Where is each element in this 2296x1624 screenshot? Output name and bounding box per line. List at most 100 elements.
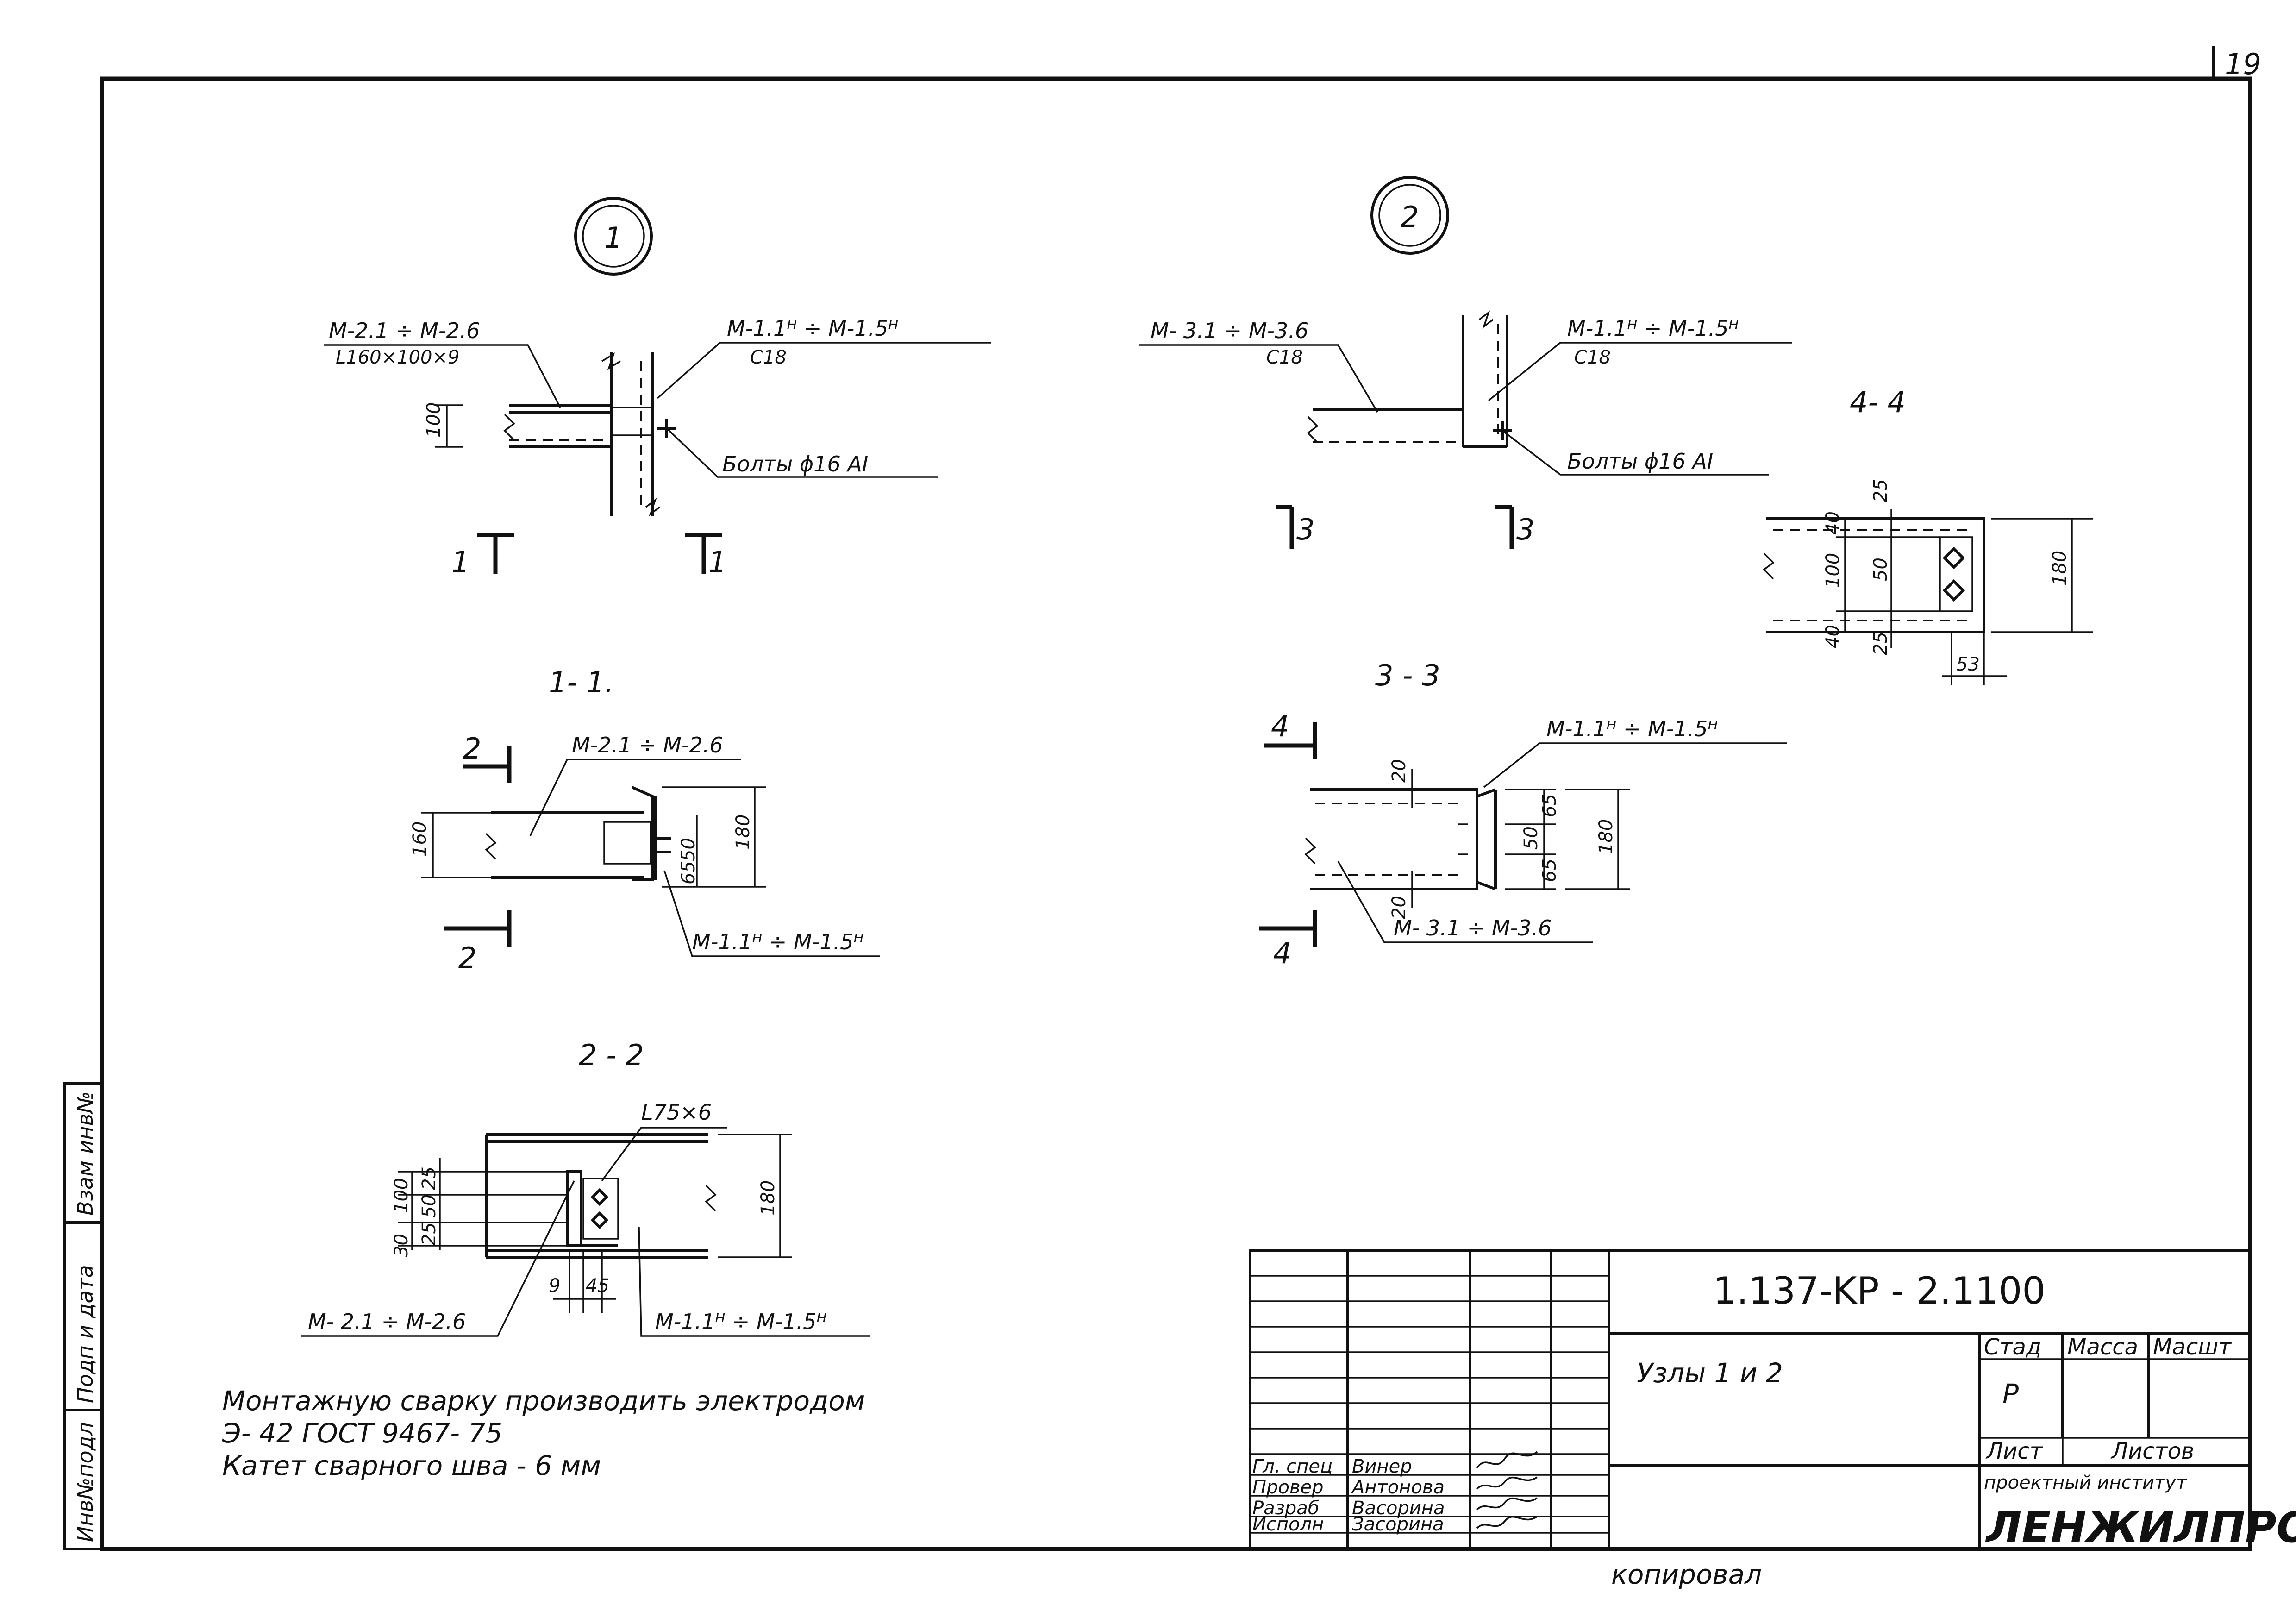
section-4-4-title: 4- 4	[1850, 385, 1906, 419]
section-1-1-title: 1- 1.	[549, 665, 614, 699]
section-2-2-column-label: M-1.1ᴴ ÷ M-1.5ᴴ	[655, 1309, 826, 1334]
node-2-column-label: M-1.1ᴴ ÷ M-1.5ᴴ	[1567, 316, 1739, 341]
section-1-1-dim-right: 180	[732, 815, 754, 850]
section-4-4-dim-left-1: 100	[1822, 553, 1844, 588]
role-2: Разраб	[1252, 1498, 1319, 1519]
stage-value: Р	[2002, 1378, 2019, 1410]
section-4-4-dim-left-0: 40	[1822, 511, 1844, 535]
section-2-2-dim-left-4: 25	[419, 1166, 440, 1190]
name-2: Васорина	[1352, 1498, 1445, 1519]
section-2-2-dim-bottom-1: 45	[586, 1275, 609, 1297]
node-1-marker-inner	[582, 205, 645, 268]
section-3-3-cut-bottom: 4	[1273, 936, 1291, 970]
node-1-column-label: M-1.1ᴴ ÷ M-1.5ᴴ	[727, 316, 898, 341]
scale-header: Масшт	[2153, 1334, 2232, 1360]
sheet-header: Лист	[1985, 1438, 2044, 1464]
section-4-4-dim-inner-1: 50	[1870, 558, 1891, 581]
side-stamp: Инв№подл Подп и дата Взам инв№	[63, 1082, 103, 1550]
signature-1	[1476, 1476, 1538, 1490]
note-line-0: Монтажную сварку производить электродом	[222, 1385, 865, 1417]
node-2-cut-left: 3	[1296, 513, 1314, 546]
section-3-3-title: 3 - 3	[1375, 658, 1440, 692]
node-1-bolts: Болты ϕ16 AI	[722, 451, 868, 477]
node-1-marker-outer	[574, 197, 653, 276]
section-1-1-cut-bottom: 2	[458, 941, 476, 975]
side-stamp-replace: Взам инв№	[73, 1091, 98, 1216]
node-2-column-profile: C18	[1574, 347, 1611, 368]
node-2-marker: 2	[1401, 200, 1419, 234]
name-0: Винер	[1352, 1456, 1412, 1477]
section-1-1: 1- 1. 160 50 65 180 M-2.1 ÷ M-2.6 M-1.1ᴴ…	[409, 665, 880, 975]
node-1-beam-label: M-2.1 ÷ M-2.6	[329, 318, 480, 343]
copied-label: копировал	[1611, 1559, 1762, 1590]
node-1-cut-right: 1	[708, 545, 726, 579]
section-3-3-dim-inner-1: 20	[1389, 896, 1410, 919]
section-3-3-dim-right-1: 50	[1520, 826, 1542, 850]
node-1-marker: 1	[604, 221, 622, 255]
node-1-beam-profile: L160×100×9	[336, 347, 459, 368]
section-4-4: 4- 4 40 100 40 25 50 25 180 53	[1763, 385, 2093, 685]
document-code: 1.137-KP - 2.1100	[1713, 1269, 2046, 1312]
section-4-4-dim-bottom: 53	[1956, 654, 1980, 675]
name-3: Засорина	[1352, 1514, 1444, 1535]
section-1-1-column-label: M-1.1ᴴ ÷ M-1.5ᴴ	[692, 929, 863, 954]
section-1-1-beam-label: M-2.1 ÷ M-2.6	[572, 733, 723, 758]
section-2-2-dim-left-1: 100	[391, 1178, 412, 1213]
signature-2	[1476, 1497, 1538, 1511]
institute: проектный институт	[1984, 1472, 2188, 1493]
name-1: Антонова	[1351, 1477, 1445, 1498]
section-4-4-dim-right: 180	[2049, 551, 2071, 586]
section-3-3-dim-total: 180	[1595, 819, 1617, 854]
section-1-1-dim-inner-1: 65	[678, 861, 699, 884]
side-stamp-inv: Инв№подл	[73, 1422, 98, 1542]
section-3-3: 3 - 3 20 20 65 50 65 180 M-1.1ᴴ ÷ M-1	[1259, 658, 1787, 970]
title-block: 1.137-KP - 2.1100 Узлы 1 и 2 Стад Масса …	[1249, 1249, 2296, 1552]
section-2-2-dim-right: 180	[757, 1180, 779, 1216]
sheet-frame	[100, 76, 2252, 1551]
section-3-3-dim-right-2: 65	[1539, 859, 1560, 882]
node-1: 1 100 M-2.1 ÷ M-2.6 L160×100×9 M-1.1ᴴ ÷ …	[324, 197, 991, 579]
note-line-1: Э- 42 ГОСТ 9467- 75	[222, 1417, 502, 1449]
node-2-marker-outer	[1370, 176, 1449, 255]
brand-logo: ЛЕНЖИЛПРОЕКТ	[1985, 1503, 2296, 1552]
node-1-dim-height: 100	[423, 402, 444, 438]
sheets-header: Листов	[2110, 1438, 2194, 1464]
section-2-2-dim-left-2: 25	[419, 1222, 440, 1246]
section-3-3-cut-top: 4	[1271, 709, 1289, 743]
node-2-beam-label: M- 3.1 ÷ M-3.6	[1151, 318, 1308, 343]
note-line-2: Катет сварного шва - 6 мм	[222, 1450, 601, 1481]
section-2-2-beam-label: M- 2.1 ÷ M-2.6	[308, 1309, 466, 1334]
signature-0	[1476, 1451, 1538, 1469]
section-2-2-angle-label: L75×6	[641, 1100, 712, 1125]
node-2-bolts: Болты ϕ16 AI	[1567, 449, 1713, 474]
section-1-1-cut-top: 2	[463, 732, 481, 765]
node-2: 2 M- 3.1 ÷ M-3.6 C18 M-1.1ᴴ ÷ M-1.5ᴴ C18…	[1139, 176, 1792, 549]
section-2-2-dim-left-3: 50	[419, 1194, 440, 1218]
section-2-2-dim-bottom-0: 9	[549, 1275, 560, 1297]
title-block-frame	[1249, 1249, 2252, 1550]
node-1-column-profile: C18	[750, 347, 787, 368]
role-0: Гл. спец	[1252, 1456, 1333, 1477]
node-1-cut-left: 1	[451, 545, 469, 579]
signature-3	[1476, 1516, 1538, 1529]
side-stamp-sign: Подп и дата	[73, 1265, 98, 1403]
notes: Монтажную сварку производить электродом …	[222, 1385, 865, 1481]
section-4-4-dim-left-2: 40	[1822, 625, 1844, 648]
page-number: 19	[2225, 47, 2261, 81]
section-2-2: 2 - 2 30 100 25 50 25 180 9	[301, 1038, 870, 1337]
section-1-1-dim-left: 160	[409, 821, 431, 857]
sheet-title: Узлы 1 и 2	[1637, 1357, 1783, 1389]
role-3: Исполн	[1252, 1514, 1324, 1535]
section-2-2-dim-left-0: 30	[391, 1234, 412, 1257]
mass-header: Масса	[2067, 1334, 2138, 1360]
role-1: Провер	[1252, 1477, 1324, 1498]
side-stamp-box	[63, 1082, 103, 1550]
section-3-3-dim-inner-0: 20	[1389, 759, 1410, 783]
section-3-3-beam-label: M- 3.1 ÷ M-3.6	[1394, 915, 1552, 941]
stage-header: Стад	[1984, 1334, 2041, 1360]
section-1-1-dim-inner-0: 50	[678, 838, 699, 861]
section-4-4-dim-inner-0: 25	[1870, 479, 1891, 502]
node-2-beam-profile: C18	[1266, 347, 1303, 368]
node-2-marker-inner	[1378, 184, 1441, 247]
